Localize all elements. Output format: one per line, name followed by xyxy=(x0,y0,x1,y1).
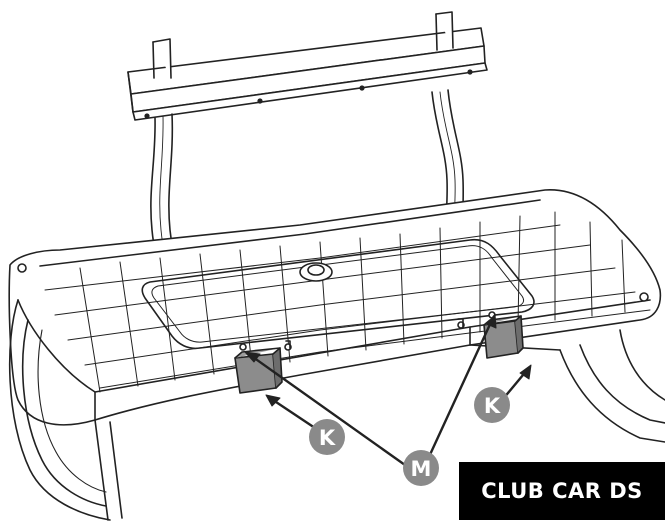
model-label-badge: CLUB CAR DS xyxy=(459,462,665,520)
seat-base-shell xyxy=(8,189,662,426)
right-mounting-bracket xyxy=(457,311,524,359)
left-leg-frame xyxy=(8,299,123,521)
callout-k-left-label: K xyxy=(319,426,336,450)
callout-k-right: K xyxy=(474,387,510,423)
right-leg-frame xyxy=(469,329,665,443)
callout-k-left: K xyxy=(309,419,345,455)
inner-mount-frame xyxy=(141,238,535,350)
callout-m-label: M xyxy=(411,457,432,481)
model-label-text: CLUB CAR DS xyxy=(481,479,643,503)
callout-m: M xyxy=(403,450,439,486)
left-mounting-bracket xyxy=(234,340,292,394)
callout-k-right-label: K xyxy=(484,394,501,418)
backrest-panel xyxy=(127,27,488,121)
